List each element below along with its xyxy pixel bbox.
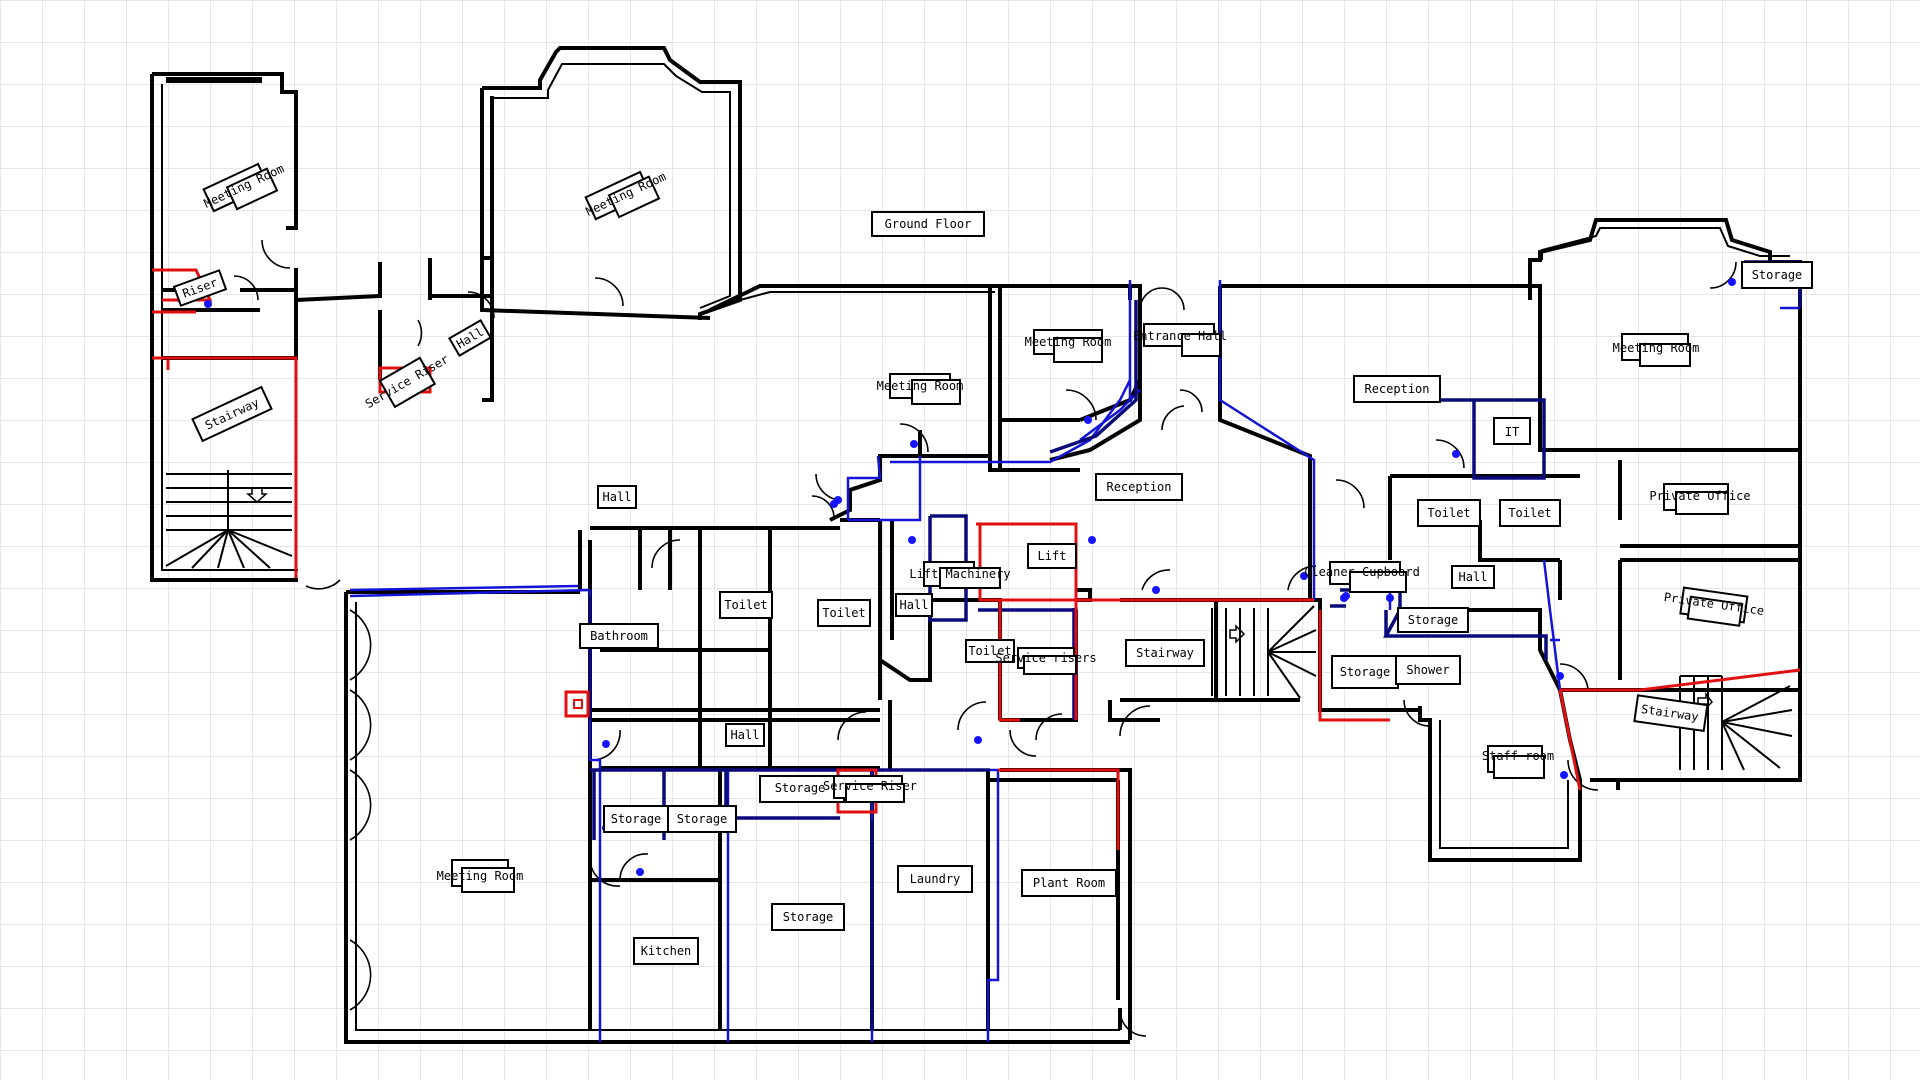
svg-text:Meeting Room: Meeting Room xyxy=(877,379,964,393)
cleaner-cupboard-label: Cleaner Cupboard xyxy=(1304,561,1420,593)
svg-text:Bathroom: Bathroom xyxy=(590,629,648,643)
svg-text:Toilet: Toilet xyxy=(724,598,767,612)
svg-text:Reception: Reception xyxy=(1364,382,1429,396)
svg-text:Hall: Hall xyxy=(1459,570,1488,584)
svg-text:Toilet: Toilet xyxy=(1508,506,1551,520)
svg-text:Hall: Hall xyxy=(603,490,632,504)
svg-text:Storage: Storage xyxy=(783,910,834,924)
svg-text:Lift Machinery: Lift Machinery xyxy=(909,567,1010,581)
toilet-1-label: Toilet xyxy=(1417,499,1481,527)
svg-text:Service Riser: Service Riser xyxy=(363,352,451,411)
hall-1-label: Hall xyxy=(448,318,492,358)
hall-4-label: Hall xyxy=(895,593,933,617)
svg-text:Hall: Hall xyxy=(731,728,760,742)
markers xyxy=(204,278,1736,876)
svg-text:Storage: Storage xyxy=(1408,613,1459,627)
doors xyxy=(233,239,1737,1037)
reception-2-label: Reception xyxy=(1095,473,1183,501)
meeting-room-2-label: Meeting Room xyxy=(584,169,668,221)
svg-text:Private Office: Private Office xyxy=(1649,489,1750,503)
svg-text:Storage: Storage xyxy=(677,812,728,826)
hall-3-label: Hall xyxy=(1451,565,1495,589)
bathroom-label: Bathroom xyxy=(579,623,659,649)
meeting-room-3-label: Meeting Room xyxy=(877,373,964,405)
svg-text:Storage: Storage xyxy=(1340,665,1391,679)
entrance-hall-label: Entrance Hall xyxy=(1133,323,1227,357)
svg-text:Toilet: Toilet xyxy=(968,644,1011,658)
storage-5-label: Storage xyxy=(603,805,669,833)
svg-text:Reception: Reception xyxy=(1106,480,1171,494)
svg-text:Cleaner Cupboard: Cleaner Cupboard xyxy=(1304,565,1420,579)
svg-text:Stairway: Stairway xyxy=(1136,646,1194,660)
hall-2-label: Hall xyxy=(597,485,637,509)
svg-text:Service Riser: Service Riser xyxy=(823,779,917,793)
storage-6-label: Storage xyxy=(667,805,737,833)
laundry-label: Laundry xyxy=(897,865,973,893)
svg-text:Meeting Room: Meeting Room xyxy=(1025,335,1112,349)
storage-3-label: Storage xyxy=(1331,655,1399,689)
toilet-4-label: Toilet xyxy=(817,599,871,627)
private-office-1-label: Private Office xyxy=(1649,483,1751,515)
meeting-room-6-label: Meeting Room xyxy=(437,859,524,893)
storage-1-label: Storage xyxy=(1741,261,1813,289)
it-label: IT xyxy=(1493,417,1531,445)
floor-title: Ground Floor xyxy=(885,217,972,231)
lift-label: Lift xyxy=(1027,543,1077,569)
hall-5-label: Hall xyxy=(725,723,765,747)
svg-text:Storage: Storage xyxy=(1752,268,1803,282)
stairway-1-label: Stairway xyxy=(191,385,273,443)
toilet-5-label: Toilet xyxy=(965,639,1015,663)
stairway-2-label: Stairway xyxy=(1633,694,1709,733)
svg-text:Storage: Storage xyxy=(775,781,826,795)
reception-1-label: Reception xyxy=(1353,375,1441,403)
storage-2-label: Storage xyxy=(1397,607,1469,633)
lift-machinery-label: Lift Machinery xyxy=(909,561,1011,589)
service-riser-2-label: Service Riser xyxy=(823,775,917,803)
kitchen-label: Kitchen xyxy=(633,937,699,965)
shower-label: Shower xyxy=(1395,655,1461,685)
svg-text:Staff room: Staff room xyxy=(1482,749,1554,763)
svg-text:Storage: Storage xyxy=(611,812,662,826)
svg-text:Laundry: Laundry xyxy=(910,872,961,886)
svg-text:Toilet: Toilet xyxy=(822,606,865,620)
storage-7-label: Storage xyxy=(771,903,845,931)
meeting-room-4-label: Meeting Room xyxy=(1025,329,1112,363)
svg-text:Kitchen: Kitchen xyxy=(641,944,692,958)
toilet-2-label: Toilet xyxy=(1499,499,1561,527)
svg-text:Shower: Shower xyxy=(1406,663,1449,677)
svg-text:Hall: Hall xyxy=(900,598,929,612)
service-risers-label: Service risers xyxy=(995,647,1097,675)
svg-text:Service risers: Service risers xyxy=(995,651,1096,665)
staff-room-label: Staff room xyxy=(1482,745,1554,779)
private-office-2-label: Private Office xyxy=(1663,586,1765,627)
room-labels: Ground Floor Meeting Room Meeting Room R… xyxy=(172,161,1813,965)
floor-title-label: Ground Floor xyxy=(871,211,985,237)
svg-text:Meeting Room: Meeting Room xyxy=(437,869,524,883)
walls xyxy=(150,46,1802,1044)
svg-text:Entrance Hall: Entrance Hall xyxy=(1133,329,1227,343)
meeting-room-5-label: Meeting Room xyxy=(1613,333,1700,367)
stairway-3-label: Stairway xyxy=(1125,639,1205,667)
svg-text:Toilet: Toilet xyxy=(1427,506,1470,520)
svg-text:Lift: Lift xyxy=(1038,549,1067,563)
meeting-room-1-label: Meeting Room xyxy=(202,161,286,213)
svg-text:Plant Room: Plant Room xyxy=(1033,876,1105,890)
svg-text:Meeting Room: Meeting Room xyxy=(1613,341,1700,355)
plant-room-label: Plant Room xyxy=(1021,869,1117,897)
toilet-3-label: Toilet xyxy=(719,591,773,619)
svg-text:IT: IT xyxy=(1505,425,1519,439)
service-riser-1-label: Service Riser xyxy=(363,352,451,411)
